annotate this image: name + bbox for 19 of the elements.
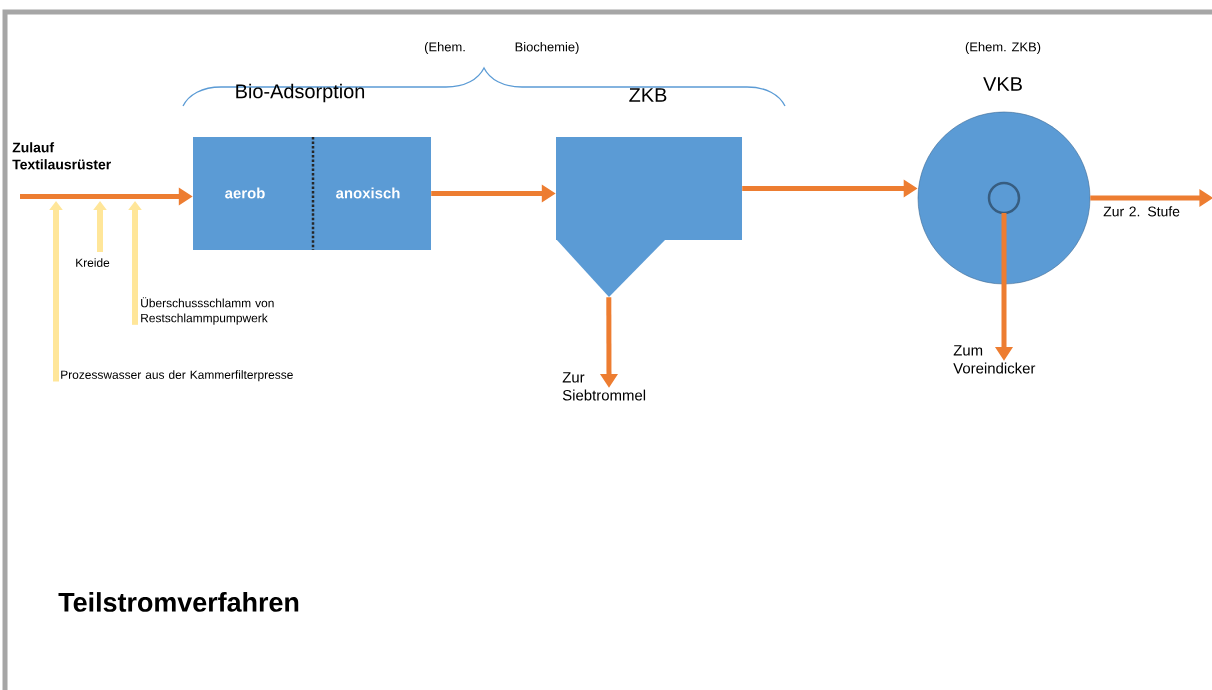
outlet-label: Zum Voreindicker [953, 345, 1036, 374]
clarifier-drawing [917, 111, 1091, 285]
feed-label: Prozesswasser aus der Kammerfilterpresse [61, 370, 293, 382]
zone-label: aerob [225, 187, 265, 199]
note-text: Biochemie) [515, 41, 579, 55]
diagram-title: Teilstromverfahren [58, 592, 299, 612]
feed-label: Überschussschlamm von Restschlammpumpwerk [141, 297, 274, 325]
stage-label: ZKB [629, 88, 667, 102]
note-text: (Ehem. ZKB) [965, 41, 1041, 55]
stage-label: VKB [983, 77, 1022, 91]
inlet-label: Zulauf Textilausrüster [12, 142, 111, 170]
settling-tank [556, 137, 742, 297]
outlet-label: Zur 2. Stufe [1103, 206, 1180, 217]
stage-label: Bio-Adsorption [236, 83, 365, 103]
note-text: (Ehem. [424, 41, 465, 55]
reactor-box [193, 137, 431, 250]
outlet-label: Zur Siebtrommel [562, 372, 646, 401]
feed-label: Kreide [76, 258, 110, 267]
zone-label: anoxisch [336, 187, 400, 199]
